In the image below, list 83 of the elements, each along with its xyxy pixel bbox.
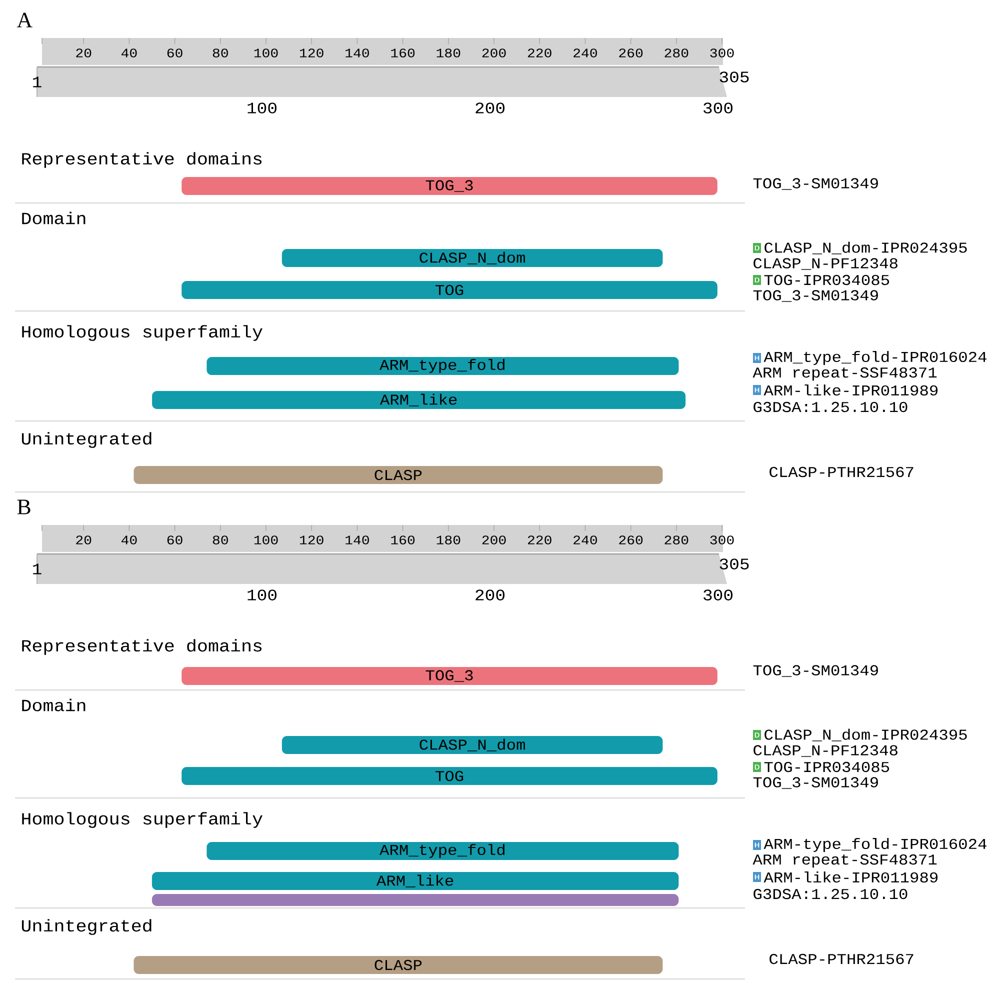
ruler-number: 240 [574, 536, 597, 544]
ruler-number: 100 [248, 102, 276, 114]
ruler-number: 280 [664, 536, 688, 544]
ruler-number: 60 [167, 536, 182, 544]
ruler-number: 40 [121, 48, 137, 58]
section-heading: Domain [22, 698, 86, 712]
ruler-number: 1 [33, 76, 42, 88]
ruler-number: 180 [436, 48, 460, 58]
section-heading: Domain [22, 212, 86, 224]
domain-label: CLASP_N_dom-IPR024395 [764, 242, 967, 254]
domain-bar: TOG [182, 281, 718, 299]
ruler-number: 180 [436, 536, 460, 544]
section-heading: Representative domains [22, 152, 262, 168]
domain-label: CLASP-PTHR21567 [770, 466, 914, 478]
ruler-number: 200 [482, 536, 506, 544]
domain-label: TOG_3-SM01349 [753, 178, 878, 190]
domain-label: ARM-like-IPR011989 [764, 872, 938, 883]
ruler-number: 140 [346, 48, 369, 58]
section-heading: Homologous superfamily [22, 812, 262, 828]
ruler-number: 40 [121, 536, 137, 544]
ruler-number: 220 [528, 48, 552, 58]
section-heading: Unintegrated [22, 432, 152, 448]
domain-label: ARM-type_fold-IPR016024 [764, 838, 986, 852]
domain-label: TOG-IPR034085 [764, 274, 890, 286]
ruler-number: 160 [391, 48, 415, 58]
ruler-number: 300 [710, 536, 734, 544]
panel-letter: A [16, 12, 32, 28]
domain-bar: ARM_type_fold [206, 357, 679, 375]
ruler-number: 280 [664, 48, 688, 58]
domain-bar: TOG_3 [182, 667, 718, 685]
ruler-number: 80 [212, 536, 228, 544]
ruler-number: 220 [528, 536, 552, 544]
ruler-number: 300 [704, 102, 732, 114]
domain-label: TOG-IPR034085 [764, 762, 890, 772]
ruler-number: 240 [574, 48, 597, 58]
domain-label: ARM_type_fold-IPR016024 [764, 351, 986, 365]
domain-label: G3DSA:1.25.10.10 [754, 888, 908, 900]
domain-label: TOG_3-SM01349 [753, 290, 878, 302]
ruler-number: 260 [619, 48, 643, 58]
ruler-number: 60 [167, 48, 182, 58]
ruler-number: 20 [76, 536, 92, 544]
domain-label: CLASP_N-PF12348 [754, 258, 898, 270]
domain-label: TOG_3-SM01349 [753, 777, 878, 789]
domain-bar: ARM_like [152, 391, 686, 409]
ruler-number: 1 [33, 564, 42, 574]
ruler-number: 200 [482, 48, 506, 58]
domain-label: CLASP_N-PF12348 [754, 745, 898, 757]
ruler-number: 100 [248, 590, 276, 600]
ruler-number: 120 [300, 536, 324, 544]
ruler-number: 140 [346, 536, 369, 544]
ruler-number: 200 [476, 590, 504, 600]
domain-bar [152, 894, 679, 906]
ruler-number: 260 [619, 536, 643, 544]
domain-label: CLASP-PTHR21567 [770, 954, 914, 964]
domain-label: ARM repeat-SSF48371 [752, 367, 937, 381]
ruler-number: 80 [212, 48, 228, 58]
domain-bar: CLASP [134, 956, 663, 974]
domain-bar: TOG_3 [182, 177, 718, 195]
ruler-number: 160 [391, 536, 415, 544]
section-heading: Representative domains [22, 639, 262, 655]
domain-label: ARM repeat-SSF48371 [752, 854, 937, 868]
domain-label: TOG_3-SM01349 [753, 665, 878, 677]
section-heading: Unintegrated [22, 919, 152, 935]
domain-bar: CLASP [134, 466, 663, 484]
ruler-number: 300 [710, 48, 734, 58]
domain-bar: ARM_like [152, 872, 679, 890]
ruler-number: 20 [76, 48, 92, 58]
ruler-number: 120 [300, 48, 324, 58]
domain-bar: CLASP_N_dom [282, 736, 663, 754]
domain-bar: ARM_type_fold [206, 842, 679, 860]
domain-bar: CLASP_N_dom [282, 249, 663, 267]
ruler-number: 100 [254, 48, 278, 58]
domain-label: ARM-like-IPR011989 [764, 384, 938, 396]
ruler-number: 100 [254, 536, 278, 544]
ruler-number: 300 [704, 590, 732, 600]
ruler-number: 305 [720, 72, 749, 82]
domain-label: CLASP_N_dom-IPR024395 [764, 728, 967, 742]
section-heading: Homologous superfamily [22, 325, 262, 341]
panel-letter: B [17, 500, 30, 514]
domain-label: G3DSA:1.25.10.10 [754, 402, 908, 412]
ruler-number: 305 [720, 558, 749, 570]
domain-bar: TOG [182, 767, 718, 785]
ruler-number: 200 [476, 102, 504, 114]
